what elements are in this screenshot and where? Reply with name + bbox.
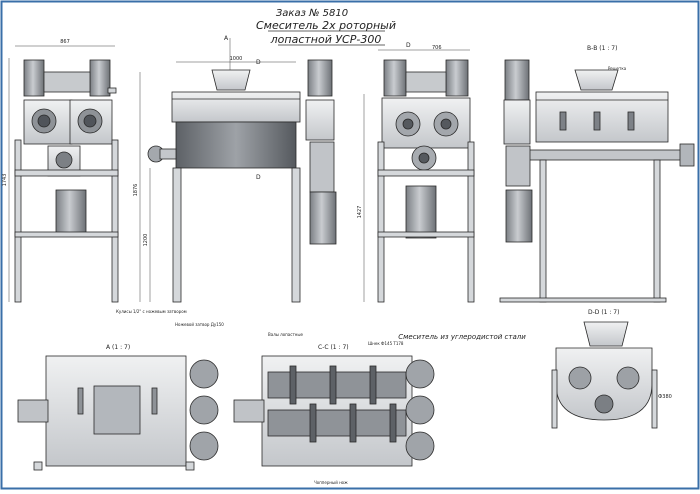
section-bb-view: В-В (1 : 7) Решетка 20x20	[499, 45, 695, 303]
gear-label: Шнек Ф145 Т178	[368, 341, 404, 346]
clamps-label: Кулисы 1/2" с ножевым затвором	[116, 309, 187, 314]
section-a-marker: А	[224, 35, 229, 42]
dim-shaft-offset: 706	[432, 45, 442, 51]
section-dd-view: D-D (1 : 7) Ф380	[551, 309, 672, 429]
side-view: 1000 А D D 1876 1200	[133, 35, 337, 303]
dim-height-front: 1743	[2, 174, 8, 187]
blades-label: Валы лопастные	[268, 332, 304, 337]
front-view: 867 1743	[2, 39, 119, 303]
dim-side-height: 1427	[357, 206, 363, 219]
title-line-2: лопастной УСР-300	[270, 33, 382, 46]
section-cc-view: С-С (1 : 7) Валы лопастные Шнек Ф145 Т17…	[233, 332, 435, 485]
grate-label: Решетка	[608, 66, 627, 71]
section-dd-label: D-D (1 : 7)	[588, 309, 619, 316]
section-d-marker-right: D	[406, 42, 411, 49]
dim-leg-height: 1200	[143, 234, 149, 247]
dim-inlet-width: 1000	[230, 56, 243, 62]
order-number: Заказ № 5810	[276, 8, 348, 19]
knife-valve-label: Ножевой затвор Ду150	[175, 322, 224, 327]
section-cc-label: С-С (1 : 7)	[318, 344, 349, 351]
cutter-knife-label: Чопперный нож	[314, 480, 348, 485]
title-line-1: Смеситель 2х роторный	[256, 19, 396, 32]
view-a-label: А (1 : 7)	[106, 344, 130, 351]
dim-bottom-dia: Ф380	[658, 394, 672, 400]
view-a: А (1 : 7) Кулисы 1/2" с ножевым затвором…	[17, 309, 224, 471]
material-note: Смеситель из углеродистой стали	[398, 333, 526, 341]
rotor-front-view: 706 D 1427	[357, 42, 475, 303]
dim-body-height: 1876	[133, 184, 139, 197]
section-bb-label: В-В (1 : 7)	[587, 45, 617, 52]
dim-width-front: 867	[60, 39, 70, 45]
section-d-marker-bottom: D	[256, 174, 261, 181]
section-d-marker-top: D	[256, 59, 261, 66]
